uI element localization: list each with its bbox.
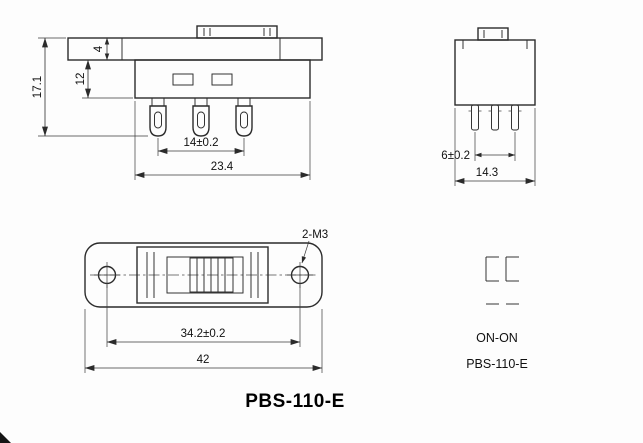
thread-callout-label: 2-M3: [302, 229, 328, 241]
switch-body-side: [454, 39, 536, 106]
top-view: [84, 242, 323, 308]
schematic-pole-2: [505, 256, 519, 305]
front-flange-height-label: 4: [93, 45, 105, 52]
body-window: [172, 73, 194, 86]
dim-top-hole-spacing: 34.2±0.2: [106, 285, 301, 347]
dim-front-body-height: 12: [75, 59, 133, 99]
front-view: [67, 25, 323, 137]
circuit-schematic: ON-ON PBS-110-E: [466, 256, 528, 371]
mounting-flange-front: [67, 37, 323, 61]
front-terminal-spacing-label: 14±0.2: [183, 137, 218, 149]
callout-thread: 2-M3: [301, 229, 328, 264]
top-overall-length-label: 42: [197, 354, 210, 366]
dim-front-body-width: 23.4: [134, 101, 311, 180]
side-view: [454, 27, 536, 131]
terminal-pin: [468, 104, 482, 131]
switch-body-top: [136, 246, 269, 304]
dim-side-width: 14.3: [454, 108, 536, 186]
terminal-lug: [235, 97, 253, 137]
dim-front-flange-height: 4: [93, 37, 110, 61]
mounting-hole-left: [94, 262, 120, 288]
side-terminal-spacing-label: 6±0.2: [441, 150, 470, 162]
front-body-height-label: 12: [75, 73, 87, 86]
terminal-lug: [149, 97, 167, 137]
dim-side-terminal-spacing: 6±0.2: [441, 132, 516, 162]
actuator-slot: [166, 256, 244, 294]
dim-front-overall-height: 17.1: [32, 37, 148, 137]
corner-mark: [0, 432, 11, 443]
side-width-label: 14.3: [476, 167, 498, 179]
dim-front-terminal-spacing: 14±0.2: [157, 137, 245, 156]
terminal-lug: [192, 97, 210, 137]
terminal-pin: [508, 104, 522, 131]
dim-top-overall-length: 42: [84, 309, 323, 373]
mounting-hole-right: [287, 262, 313, 288]
front-overall-height-label: 17.1: [32, 76, 44, 98]
mounting-plate: [84, 242, 323, 308]
schematic-function-label: ON-ON: [476, 331, 518, 345]
top-hole-spacing-label: 34.2±0.2: [181, 328, 226, 340]
actuator-side: [477, 27, 509, 41]
schematic-pole-1: [485, 256, 499, 305]
actuator-top: [189, 257, 234, 293]
schematic-model-label: PBS-110-E: [466, 357, 528, 371]
actuator-front: [196, 25, 278, 39]
switch-body-front: [134, 59, 311, 99]
body-window: [211, 73, 233, 86]
front-body-width-label: 23.4: [211, 161, 234, 173]
terminal-pin: [488, 104, 502, 131]
drawing-title: PBS-110-E: [245, 391, 345, 412]
